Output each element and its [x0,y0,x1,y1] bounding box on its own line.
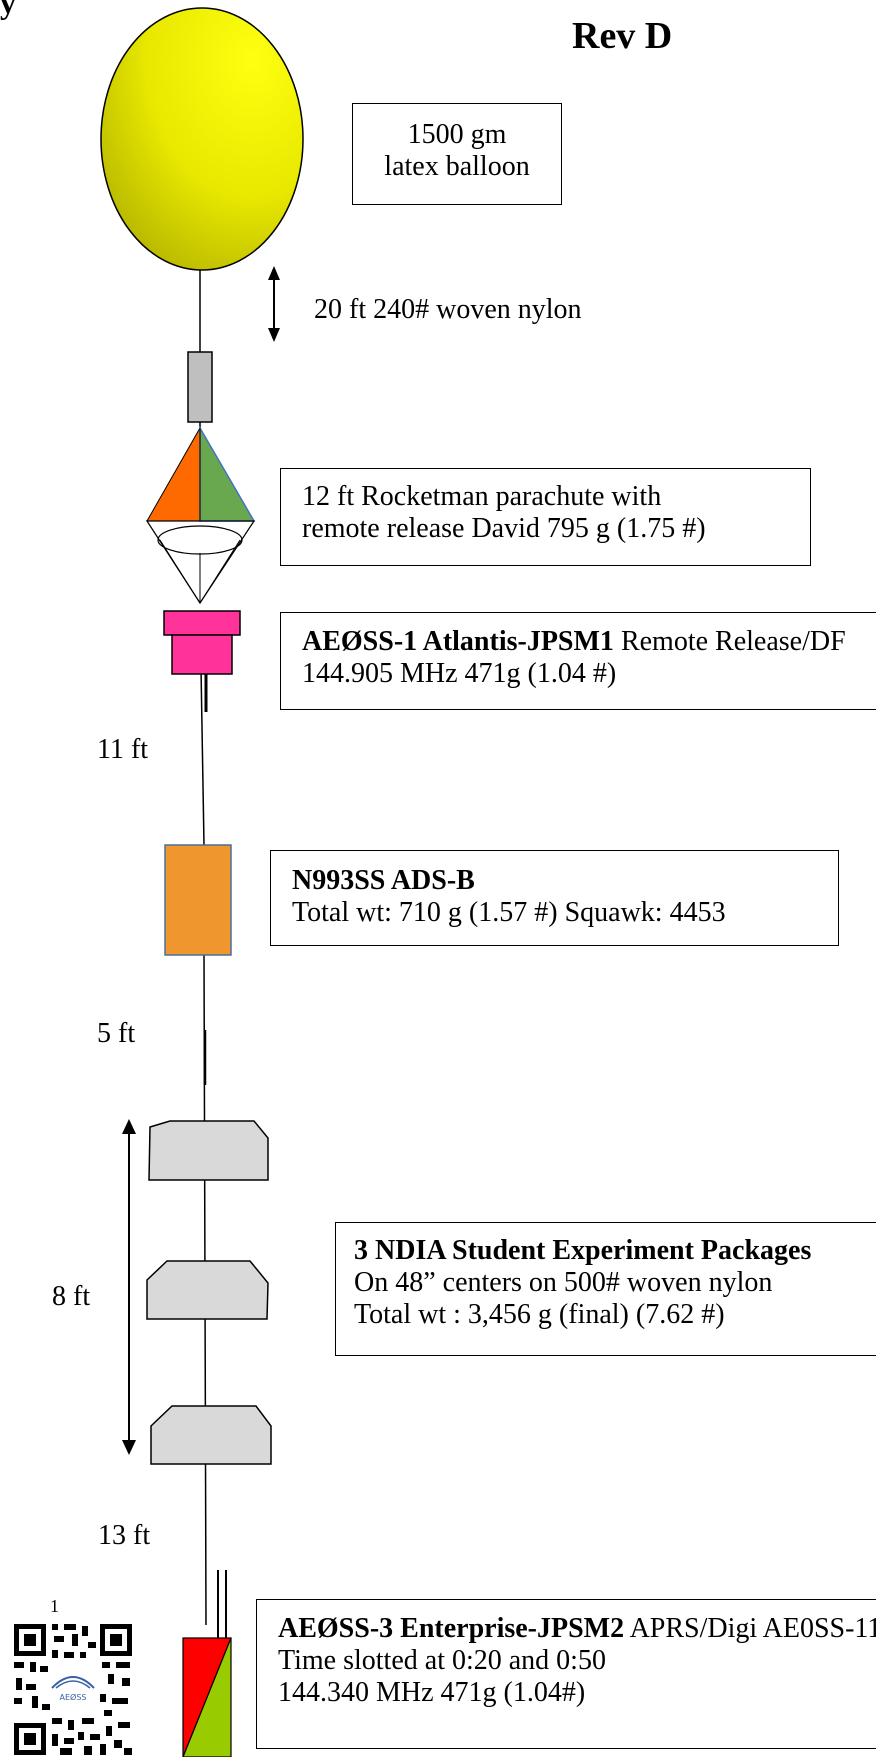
balloon-shape [100,7,304,271]
qr-logo-text: AEØSS [60,1692,87,1702]
enterprise-name: AEØSS-3 Enterprise-JPSM2 [278,1613,625,1644]
arrow-8ft-head-up [122,1119,136,1134]
adsb-unit [164,844,232,956]
balloon-label-line1: 1500 gm [407,119,507,150]
spacing-label-11ft: 11 ft [97,734,149,765]
ndia-label-line3: Total wt : 3,456 g (final) (7.62 #) [354,1299,725,1330]
atlantis-unit-top [163,610,241,636]
arrow-20ft-head-down [268,328,280,342]
enterprise-label-line2: Time slotted at 0:20 and 0:50 [278,1645,606,1676]
parachute-shroud-line [199,539,241,604]
tether-top-label: 20 ft 240# woven nylon [314,294,582,325]
parachute-label-box: 12 ft Rocketman parachute with remote re… [280,468,811,566]
ndia-name: 3 NDIA Student Experiment Packages [354,1235,812,1266]
parachute-right-panel [199,425,256,522]
qr-code-icon[interactable]: AEØSS [12,1622,134,1757]
atlantis-label-line2: 144.905 MHz 471g (1.04 #) [302,658,617,689]
revision-label: Rev D [572,15,673,57]
page-number: 1 [50,1596,59,1616]
swivel-connector [187,351,213,423]
ndia-package-3 [150,1405,272,1465]
adsb-label-line2: Total wt: 710 g (1.57 #) Squawk: 4453 [292,897,726,928]
atlantis-label-line1: AEØSS-1 Atlantis-JPSM1 Remote Release/DF [302,626,876,658]
parachute-label-line1: 12 ft Rocketman parachute with [302,481,662,512]
partial-header-text: y [0,0,16,20]
adsb-label-box: N993SS ADS-B Total wt: 710 g (1.57 #) Sq… [270,850,839,946]
spacing-label-8ft: 8 ft [52,1281,91,1312]
adsb-name: N993SS ADS-B [292,865,475,896]
atlantis-label-box: AEØSS-1 Atlantis-JPSM1 Remote Release/DF… [280,612,876,710]
parachute-left-panel [146,426,201,522]
adsb-label-line1: N993SS ADS-B [292,865,838,897]
tether-line [200,667,205,846]
enterprise-label-line3: 144.340 MHz 471g (1.04#) [278,1677,586,1708]
parachute-shroud-line [159,539,201,604]
arrow-8ft-head-down [122,1440,136,1455]
enterprise-role: APRS/Digi AE0SS-11 [624,1613,876,1644]
spacing-label-13ft: 13 ft [98,1520,151,1551]
ndia-label-line1: 3 NDIA Student Experiment Packages [354,1235,876,1267]
ndia-label-line2: On 48” centers on 500# woven nylon [354,1267,773,1298]
enterprise-label-box: AEØSS-3 Enterprise-JPSM2 APRS/Digi AE0SS… [256,1599,876,1749]
parachute-label-line2: remote release David 795 g (1.75 #) [302,513,706,544]
balloon-label-box: 1500 gm latex balloon [352,103,562,205]
enterprise-unit-green [182,1637,232,1757]
atlantis-name: AEØSS-1 Atlantis-JPSM1 [302,626,614,657]
atlantis-role: Remote Release/DF [613,626,846,657]
ndia-package-1 [148,1120,269,1181]
ndia-label-box: 3 NDIA Student Experiment Packages On 48… [335,1222,876,1356]
spacing-label-5ft: 5 ft [97,1018,136,1049]
atlantis-unit-body [171,634,233,675]
balloon-label-line2: latex balloon [384,151,530,182]
enterprise-label-line1: AEØSS-3 Enterprise-JPSM2 APRS/Digi AE0SS… [278,1613,876,1645]
parachute-ring [157,525,243,555]
arrow-20ft-head-up [268,266,280,280]
ndia-package-2 [146,1260,269,1320]
